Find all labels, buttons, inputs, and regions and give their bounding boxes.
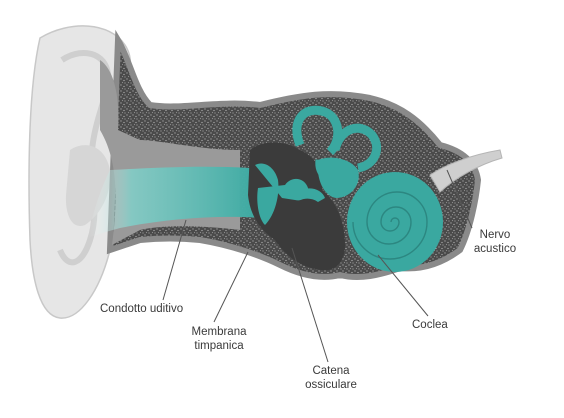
label-nervo-line1: Nervo	[479, 229, 511, 241]
ossicle-stapes	[300, 188, 325, 202]
acoustic-nerve	[429, 149, 503, 193]
label-coclea: Coclea	[412, 319, 448, 331]
label-catena-line1: Catena	[312, 365, 350, 377]
label-condotto-uditivo: Condotto uditivo	[100, 303, 184, 315]
label-nervo-acustico: Nervo acustico	[460, 228, 530, 256]
label-membrana-timpanica: Membrana timpanica	[184, 325, 254, 353]
label-catena-ossiculare: Catena ossiculare	[296, 364, 366, 392]
label-membrana-line1: Membrana	[191, 326, 247, 338]
label-catena-line2: ossiculare	[305, 379, 357, 391]
label-membrana-line2: timpanica	[194, 340, 244, 352]
vestibule	[317, 157, 359, 198]
leader-lines	[162, 169, 473, 363]
eardrum-ossicles	[255, 163, 309, 225]
ear-canal	[88, 166, 262, 238]
label-nervo-line2: acustico	[473, 243, 517, 255]
cochlea	[347, 172, 443, 272]
